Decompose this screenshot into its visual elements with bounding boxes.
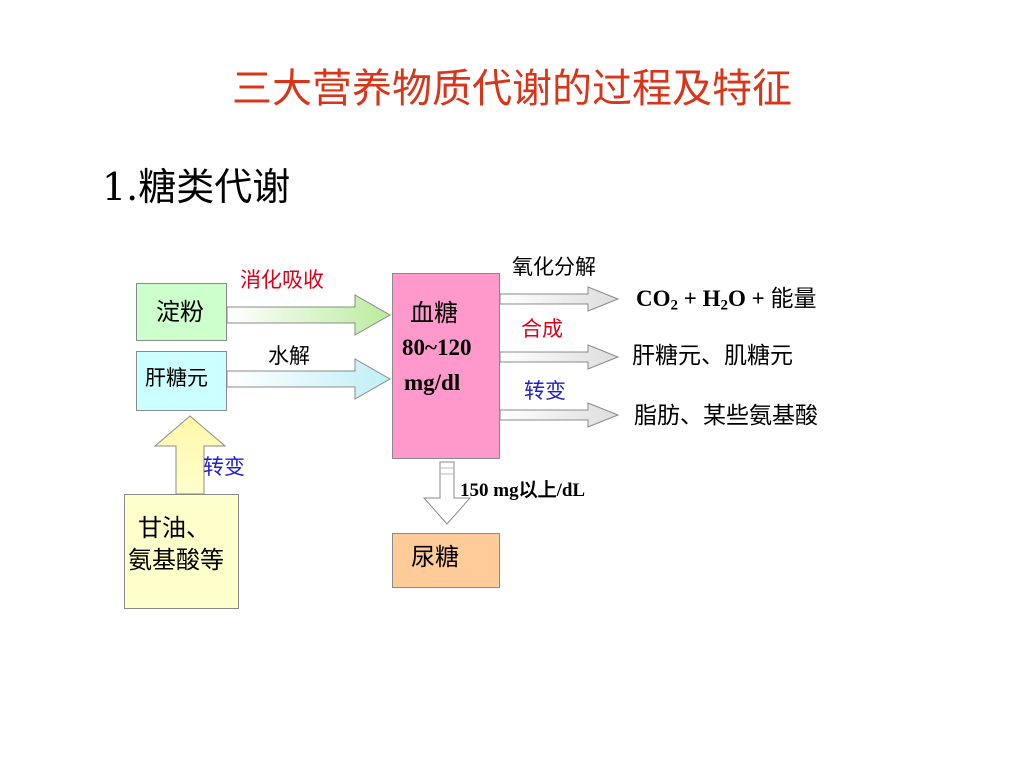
arrow-convert-up — [153, 415, 227, 495]
glycerol-amino-box — [124, 494, 239, 609]
synthesis-label: 合成 — [521, 317, 563, 341]
convert-left-label: 转变 — [203, 455, 245, 479]
threshold-label: 150 mg以上/dL — [460, 480, 586, 501]
energy-text: 能量 — [770, 286, 817, 312]
plus-sign-2: + — [745, 286, 771, 311]
glycogen-box — [136, 351, 227, 411]
digest-absorb-label: 消化吸收 — [240, 268, 324, 292]
blood-sugar-box — [392, 273, 500, 459]
co2-subscript: 2 — [670, 297, 678, 314]
slide-title: 三大营养物质代谢的过程及特征 — [232, 66, 792, 112]
co2-text: CO — [636, 286, 671, 311]
convert-right-label: 转变 — [524, 379, 566, 403]
starch-box — [136, 283, 227, 341]
h2o-o: O — [727, 286, 746, 311]
arrow-digest-absorb — [226, 294, 392, 336]
urine-sugar-label: 尿糖 — [411, 543, 459, 571]
amino-acids-label: 氨基酸等 — [128, 546, 224, 574]
fat-amino-label: 脂肪、某些氨基酸 — [634, 403, 818, 429]
plus-sign-1: + — [677, 286, 703, 311]
h2o-h: H — [702, 286, 721, 311]
hydrolysis-label: 水解 — [268, 344, 310, 368]
arrow-convert-right — [499, 402, 620, 428]
co2-water-energy-label: CO2 + H2O + 能量 — [636, 286, 817, 314]
section-heading: 1.糖类代谢 — [102, 165, 291, 209]
blood-sugar-name: 血糖 — [410, 299, 458, 327]
glycogen-products-label: 肝糖元、肌糖元 — [632, 343, 793, 369]
h2o-subscript: 2 — [720, 297, 728, 314]
blood-sugar-range: 80~120 — [402, 335, 472, 360]
glycogen-label: 肝糖元 — [145, 366, 208, 390]
oxidation-label: 氧化分解 — [512, 255, 596, 279]
arrow-hydrolysis — [226, 358, 392, 400]
urine-sugar-box — [392, 533, 500, 588]
glycerol-label: 甘油、 — [138, 514, 210, 542]
arrow-synthesis — [499, 344, 620, 370]
blood-sugar-unit: mg/dl — [404, 370, 461, 395]
arrow-oxidation — [499, 286, 620, 312]
starch-label: 淀粉 — [156, 298, 204, 326]
